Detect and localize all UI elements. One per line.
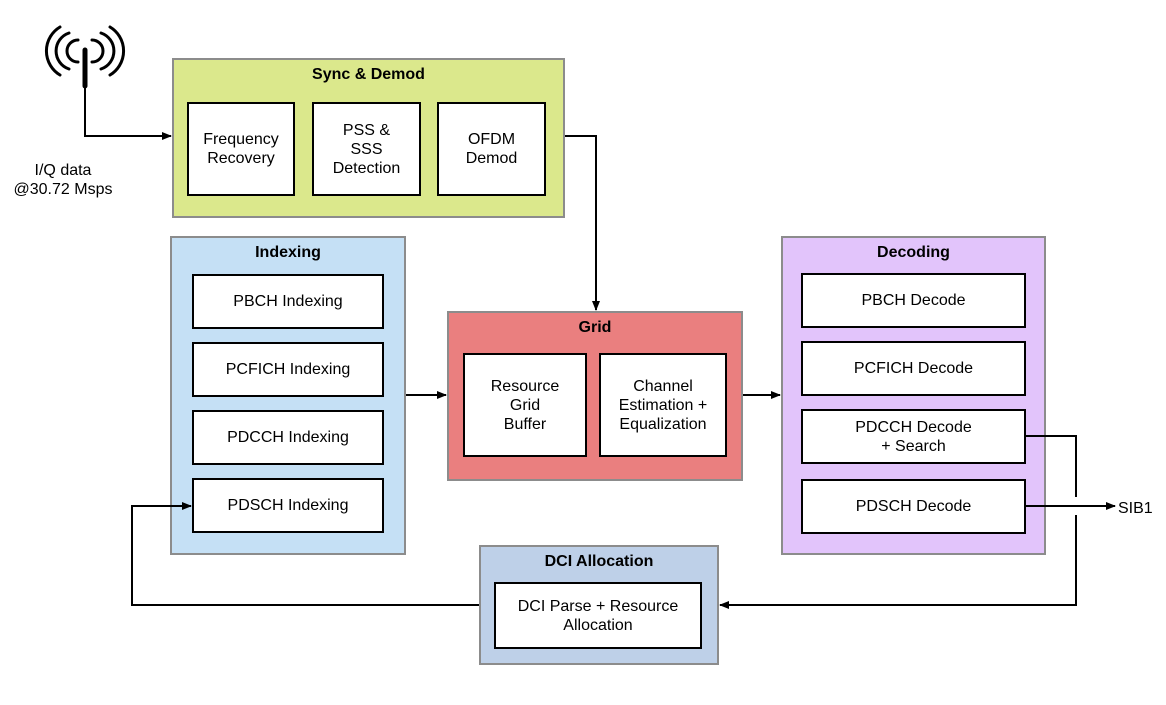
sync-to-grid-wire (565, 135, 600, 311)
pdcch-indexing-block: PDCCH Indexing (192, 410, 384, 465)
iq-data-label: I/Q data @30.72 Msps (13, 162, 113, 198)
frequency-recovery-block: Frequency Recovery (187, 102, 295, 196)
pcfich-decode-block: PCFICH Decode (801, 341, 1026, 396)
decoding-title: Decoding (877, 244, 950, 261)
sib1-label: SIB1 (1118, 500, 1153, 517)
grid-title: Grid (578, 319, 612, 336)
pdcch-decode-search-block: PDCCH Decode + Search (801, 409, 1026, 464)
resource-grid-buffer-block: Resource Grid Buffer (463, 353, 587, 457)
pss-sss-detection-block: PSS & SSS Detection (312, 102, 421, 196)
ofdm-demod-block: OFDM Demod (437, 102, 546, 196)
channel-estimation-block: Channel Estimation + Equalization (599, 353, 727, 457)
pdcch-feedback-wire-lower (719, 515, 1077, 609)
indexing-title: Indexing (255, 244, 321, 261)
pbch-indexing-block: PBCH Indexing (192, 274, 384, 329)
antenna-icon (44, 25, 126, 89)
dci-allocation-title: DCI Allocation (544, 553, 654, 570)
dci-parse-block: DCI Parse + Resource Allocation (494, 582, 702, 649)
antenna-to-sync-wire (84, 86, 172, 140)
dci-to-indexing-wire (131, 502, 479, 606)
pdsch-decode-block: PDSCH Decode (801, 479, 1026, 534)
sync-demod-title: Sync & Demod (312, 66, 425, 83)
pcfich-indexing-block: PCFICH Indexing (192, 342, 384, 397)
pdsch-indexing-block: PDSCH Indexing (192, 478, 384, 533)
pdcch-feedback-wire (1026, 435, 1077, 497)
pbch-decode-block: PBCH Decode (801, 273, 1026, 328)
